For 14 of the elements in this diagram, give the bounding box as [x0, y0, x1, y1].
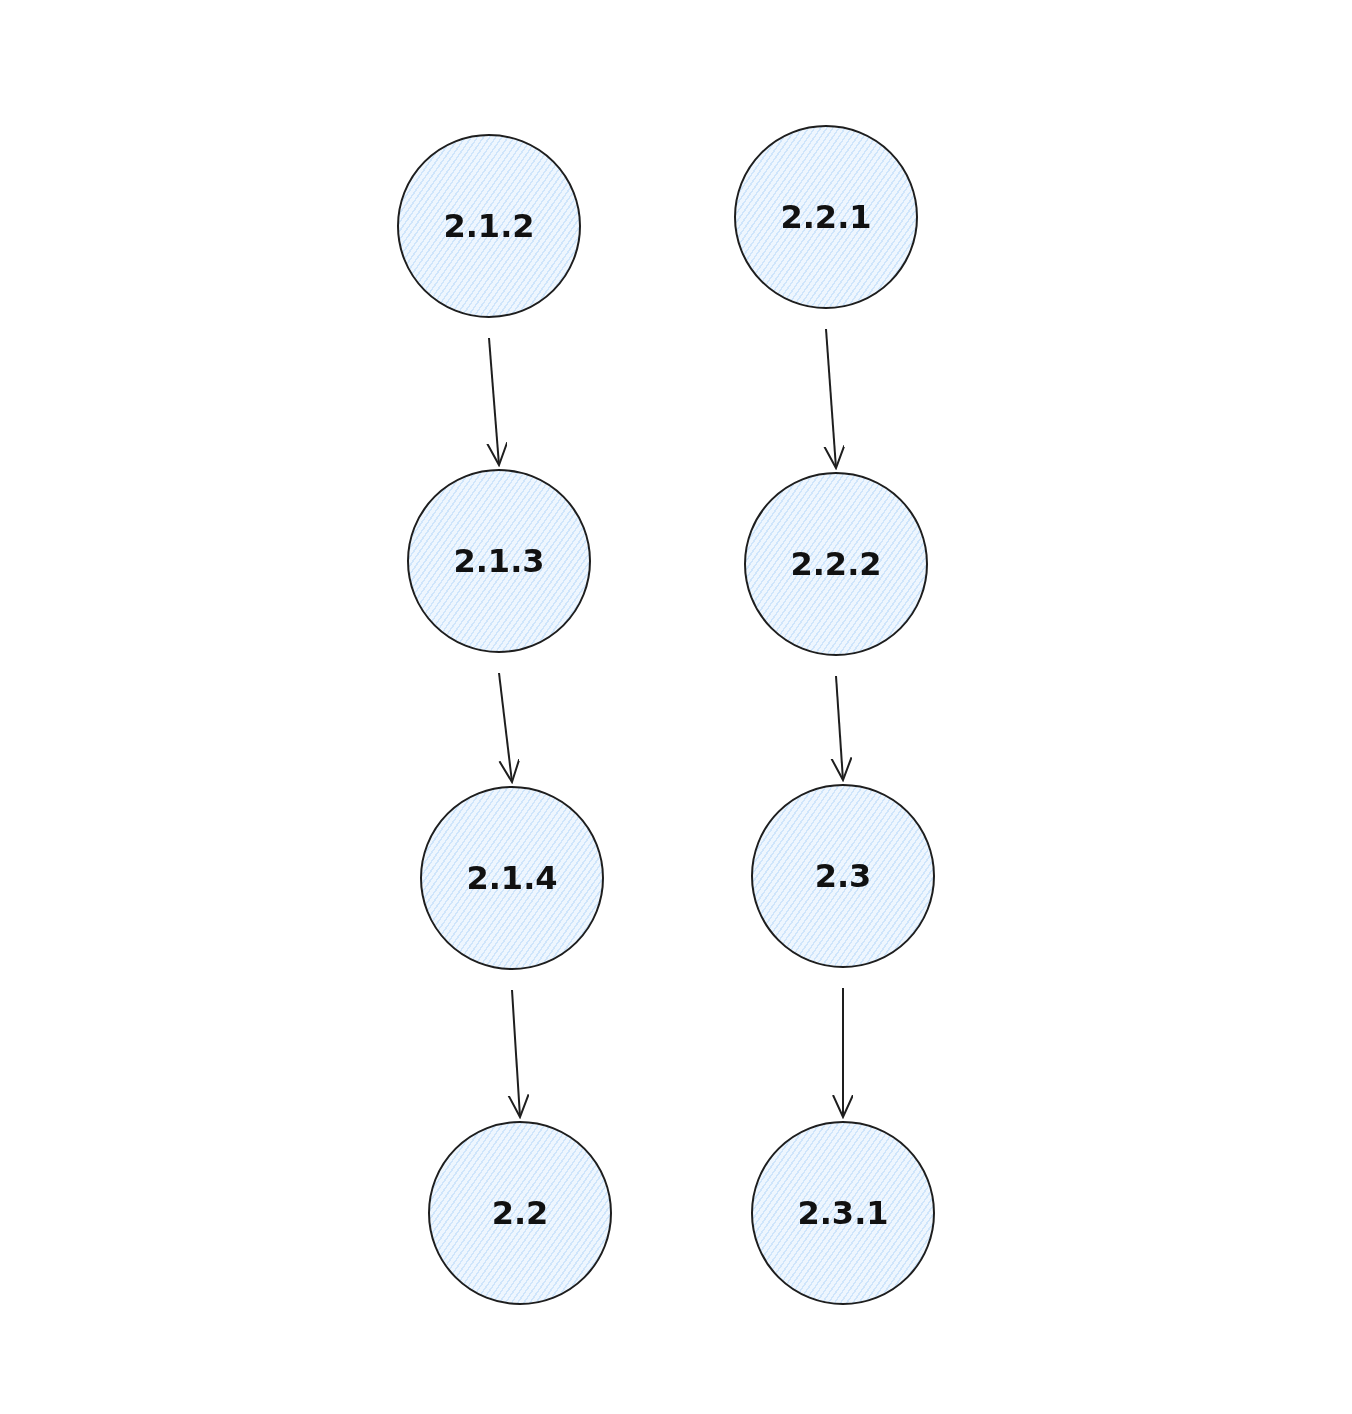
arrow: [507, 989, 530, 1118]
node-label: 2.1.2: [443, 207, 535, 245]
node-label: 2.3.1: [797, 1194, 889, 1232]
arrow: [830, 675, 853, 781]
node-label: 2.2.1: [780, 198, 872, 236]
arrow: [832, 987, 854, 1118]
node-label: 2.1.4: [466, 859, 558, 897]
node-label: 2.3: [814, 857, 872, 895]
arrow: [498, 672, 521, 783]
arrow: [486, 337, 509, 466]
node-label: 2.2.2: [790, 545, 882, 583]
arrow: [823, 328, 846, 469]
node-label: 2.2: [491, 1194, 549, 1232]
node-label: 2.1.3: [453, 542, 545, 580]
